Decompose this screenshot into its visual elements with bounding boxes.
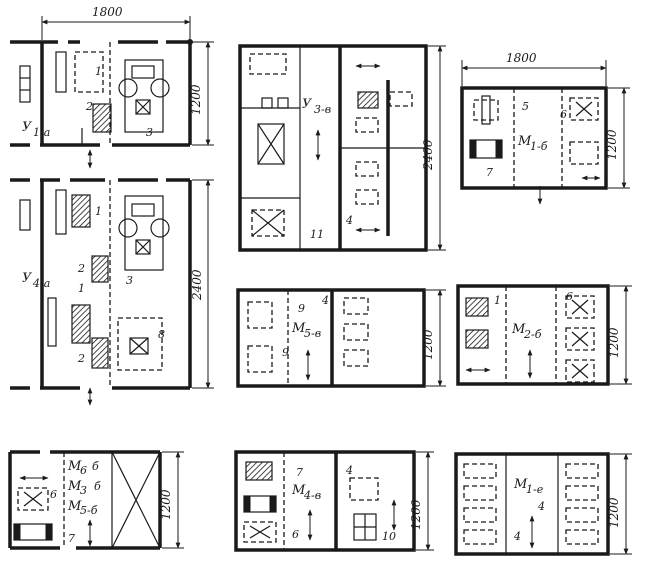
dim-1200-m5v: 1200 <box>421 329 435 360</box>
callout-8: 8 <box>158 328 165 341</box>
plan-m3b-sub: 3 <box>80 484 87 497</box>
plan-m3b-name: М <box>67 479 82 494</box>
dim-1200-m1b: 1200 <box>605 129 619 160</box>
plan-m3b-suffix: б <box>94 480 101 493</box>
post-9-a <box>247 301 273 329</box>
dim-2400-y4a: 2400 <box>190 269 204 301</box>
rack-1a <box>19 65 31 103</box>
callout-2-a: 2 <box>85 100 93 113</box>
callout-5: 5 <box>522 100 529 113</box>
rack-2a <box>55 51 67 93</box>
plan-m6b-suffix: б <box>92 460 99 473</box>
plan-y1a-sub: 1-а <box>33 126 50 139</box>
plan-y4a: 2400 У 4-а 1 2 3 1 2 8 <box>10 178 214 406</box>
plan-y3v-sub: 3-в <box>314 103 331 116</box>
plan-y1a-name: У <box>22 120 33 135</box>
callout-9-b: 9 <box>282 346 289 359</box>
callout-9-a: 9 <box>298 302 305 315</box>
callout-11: 11 <box>310 228 324 241</box>
plan-y3v-name: У <box>302 97 313 112</box>
post-9-b <box>247 345 273 373</box>
callout-7-a: 7 <box>486 166 493 179</box>
plan-m4v-sub: 4-в <box>303 489 321 502</box>
dim-1800-a: 1800 <box>92 5 123 19</box>
plan-m6b-m3b-m5b: 1200 М 6 б М 3 б М 5-б 6 7 <box>8 450 184 550</box>
plan-y4a-name: У <box>22 271 33 286</box>
plan-m1e-name: М <box>513 477 528 492</box>
post-6-a <box>569 97 599 121</box>
callout-3-a: 3 <box>146 126 153 139</box>
callout-1-c: 1 <box>78 282 85 295</box>
callout-7-c: 7 <box>296 466 303 479</box>
dim-1200-m1e: 1200 <box>607 497 621 528</box>
plan-m1b: 1800 1200 М 1-б 5 6 7 <box>460 51 630 205</box>
callout-2-c: 2 <box>77 352 85 365</box>
callout-4-d: 4 <box>537 500 545 513</box>
plan-y3v: 2400 У 3-в 4 11 <box>238 44 446 252</box>
plan-m6b-name: М <box>67 459 82 474</box>
hatched-unit-2 <box>92 103 112 133</box>
plan-m5v-sub: 5-в <box>304 327 321 340</box>
dim-2400-y3v: 2400 <box>421 139 435 171</box>
plan-m5b-name: М <box>67 499 82 514</box>
callout-4-a: 4 <box>345 214 353 227</box>
callout-1-a: 1 <box>95 65 102 78</box>
callout-4-c: 4 <box>345 464 353 477</box>
post-11 <box>251 209 285 237</box>
plan-m2b-name: М <box>511 322 526 337</box>
hatched-unit-a <box>71 194 91 228</box>
plan-m1e-sub: 1-е <box>526 483 544 496</box>
callout-1-b: 1 <box>95 205 102 218</box>
callout-7-b: 7 <box>68 532 75 545</box>
callout-4-e: 4 <box>513 530 521 543</box>
plan-m4v: 1200 М 4-в 7 4 6 10 <box>234 450 434 552</box>
callout-6-a: 6 <box>560 108 567 121</box>
plan-y4a-sub: 4-а <box>32 277 50 290</box>
callout-10: 10 <box>382 530 396 543</box>
callout-1-d: 1 <box>494 294 501 307</box>
plan-m2b-sub: 2-б <box>523 328 542 341</box>
plan-m4v-name: М <box>291 483 306 498</box>
dim-1200-y1a: 1200 <box>189 84 203 115</box>
plan-m1e: 1200 М 1-е 4 4 <box>454 452 632 556</box>
post-8 <box>117 317 163 371</box>
callout-4-b: 4 <box>321 294 329 307</box>
plan-m6b-sub: 6 <box>80 464 87 477</box>
plan-m1b-sub: 1-б <box>530 140 548 153</box>
plan-m2b: 1200 М 2-б 1 6 <box>456 284 632 386</box>
callout-3-b: 3 <box>126 274 133 287</box>
plan-m5v: 1200 М 5-в 9 9 4 <box>236 288 446 388</box>
callout-6-d: 6 <box>292 528 299 541</box>
callout-6-c: 6 <box>50 488 57 501</box>
plan-m1b-name: М <box>517 134 532 149</box>
callout-6-b: 6 <box>566 290 573 303</box>
vehicle-post-3b <box>124 195 164 271</box>
dim-1200-m2b: 1200 <box>607 327 621 358</box>
callout-2-b: 2 <box>77 262 85 275</box>
plan-y1a: 1800 1200 У 1-а 1 2 3 <box>10 5 214 169</box>
plan-m5v-name: М <box>291 321 306 336</box>
dim-1800-m1b: 1800 <box>506 51 537 65</box>
plan-m5b-sub: 5-б <box>80 504 98 517</box>
dim-1200-m4v: 1200 <box>409 499 423 530</box>
dim-1200-m6b: 1200 <box>159 489 173 520</box>
bench-1 <box>74 51 104 93</box>
post-6-c <box>243 521 277 543</box>
